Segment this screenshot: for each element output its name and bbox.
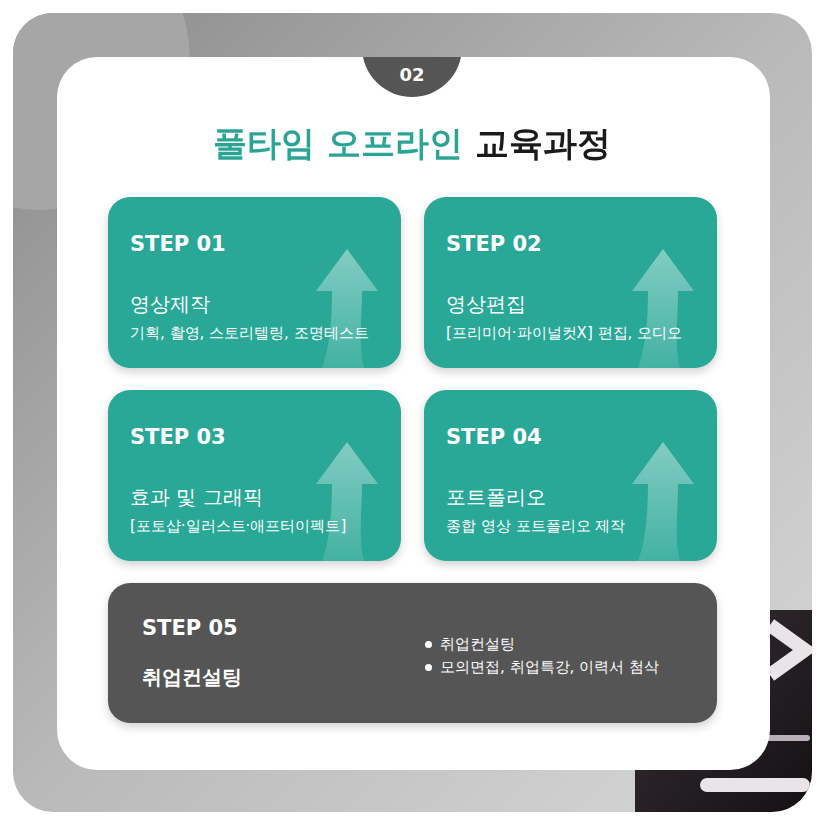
bullet-item: 취업컨설팅 xyxy=(440,635,515,653)
up-arrow xyxy=(316,249,378,368)
title: 풀타임 오프라인 교육과정 xyxy=(213,123,611,164)
card xyxy=(57,57,770,770)
step-label: STEP 04 xyxy=(446,425,542,450)
up-arrow xyxy=(424,197,717,368)
step-box: STEP 02 영상편집 [프리미어·파이널컷X] 편집, 오디오 xyxy=(424,197,717,368)
step-description: [포토샵·일러스트·애프터이펙트] xyxy=(130,517,346,535)
up-arrow xyxy=(632,249,694,368)
bullet-item: 모의면접, 취업특강, 이력서 첨삭 xyxy=(440,658,659,676)
step-box: STEP 04 포트폴리오종합 영상 포트폴리오 제작 xyxy=(424,390,717,561)
up-arrow xyxy=(424,390,717,561)
up-arrow xyxy=(632,442,694,561)
step-box: STEP 01 영상제작기획, 촬영, 스토리텔링, 조명테스트 xyxy=(108,197,401,368)
line-decor xyxy=(700,778,810,792)
step-label: STEP 05 xyxy=(142,616,238,641)
step-title: 포트폴리오 xyxy=(446,485,546,509)
step-title: 취업컨설팅 xyxy=(142,665,242,689)
step-box: STEP 03 효과 및 그래픽 [포토샵·일러스트·애프터이펙트] xyxy=(108,390,401,561)
consulting-box: STEP 05취업컨설팅취업컨설팅모의면접, 취업특강, 이력서 첨삭 xyxy=(108,583,717,723)
step-title: 영상제작 xyxy=(130,292,210,316)
step-title: 효과 및 그래픽 xyxy=(130,485,263,509)
outer-frame xyxy=(13,13,812,812)
step-label: STEP 03 xyxy=(130,425,226,450)
number-tab xyxy=(362,57,462,97)
up-arrow xyxy=(316,442,378,561)
step-description: [프리미어·파이널컷X] 편집, 오디오 xyxy=(446,324,682,342)
step-label: STEP 01 xyxy=(130,232,226,257)
chevron-decor xyxy=(770,625,805,675)
step-number: 02 xyxy=(399,64,424,86)
bullet-dot xyxy=(425,641,432,648)
step-label: STEP 02 xyxy=(446,232,542,257)
step-title: 영상편집 xyxy=(446,292,526,316)
up-arrow xyxy=(108,390,401,561)
step-description: 기획, 촬영, 스토리텔링, 조명테스트 xyxy=(130,324,369,342)
step-description: 종합 영상 포트폴리오 제작 xyxy=(446,517,625,535)
up-arrow xyxy=(108,197,401,368)
bullet-dot xyxy=(425,664,432,671)
